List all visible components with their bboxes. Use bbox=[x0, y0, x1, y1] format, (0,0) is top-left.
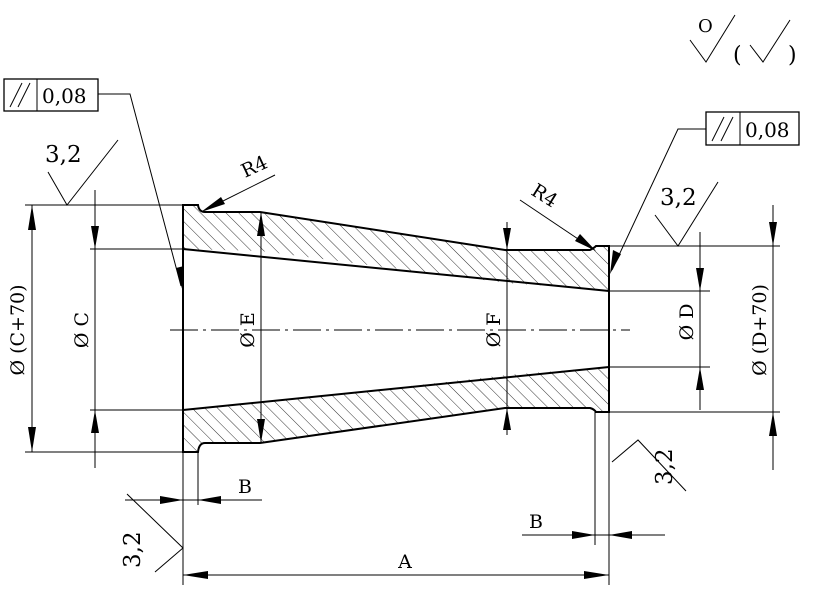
tolerance-value-right: 0,08 bbox=[745, 118, 790, 142]
label-phi-d: Ø D bbox=[676, 304, 698, 341]
paren-close: ) bbox=[788, 43, 797, 68]
label-phi-d-plus-70: Ø (D+70) bbox=[749, 284, 771, 376]
upper-wall-hatch bbox=[183, 205, 609, 290]
label-r4-right: R4 bbox=[527, 180, 561, 213]
roughness-value-left-face: 3,2 bbox=[120, 531, 146, 568]
roughness-marks: 3,2 3,2 3,2 3,2 O ( ) bbox=[45, 14, 797, 573]
general-roughness-symbol bbox=[689, 14, 736, 63]
dimension-lines bbox=[28, 190, 777, 579]
dimension-labels: Ø (C+70) Ø C Ø E Ø F Ø D Ø (D+70) A B B … bbox=[7, 151, 771, 573]
roughness-symbol-outer-left bbox=[47, 139, 119, 206]
roughness-symbol-left-face bbox=[126, 493, 184, 573]
leaders bbox=[98, 93, 706, 292]
general-roughness-check bbox=[749, 19, 791, 63]
roughness-symbol-outer-right bbox=[654, 181, 719, 247]
roughness-value-outer-left: 3,2 bbox=[45, 142, 82, 168]
tolerance-value-left: 0,08 bbox=[42, 84, 87, 108]
label-phi-e: Ø E bbox=[237, 312, 259, 348]
tolerance-frame-left: 0,08 bbox=[3, 78, 99, 112]
bore-bottom-line bbox=[182, 366, 610, 411]
paren-open: ( bbox=[733, 43, 742, 68]
lower-wall-hatch bbox=[183, 367, 609, 452]
bore-top-line bbox=[182, 248, 610, 292]
tolerance-frame-right: 0,08 bbox=[705, 111, 800, 146]
roughness-value-right-face: 3,2 bbox=[652, 448, 678, 485]
extension-lines bbox=[25, 204, 780, 585]
label-phi-c-plus-70: Ø (C+70) bbox=[7, 284, 29, 375]
label-phi-f: Ø F bbox=[483, 313, 505, 348]
label-a: A bbox=[397, 551, 412, 573]
label-b-right: B bbox=[529, 511, 543, 533]
label-b-left: B bbox=[238, 476, 252, 498]
general-roughness-value: O bbox=[698, 16, 713, 37]
roughness-value-outer-right: 3,2 bbox=[660, 185, 697, 211]
roughness-symbol-right-face bbox=[611, 439, 687, 492]
label-phi-c: Ø C bbox=[71, 312, 93, 348]
label-r4-left: R4 bbox=[238, 151, 271, 182]
